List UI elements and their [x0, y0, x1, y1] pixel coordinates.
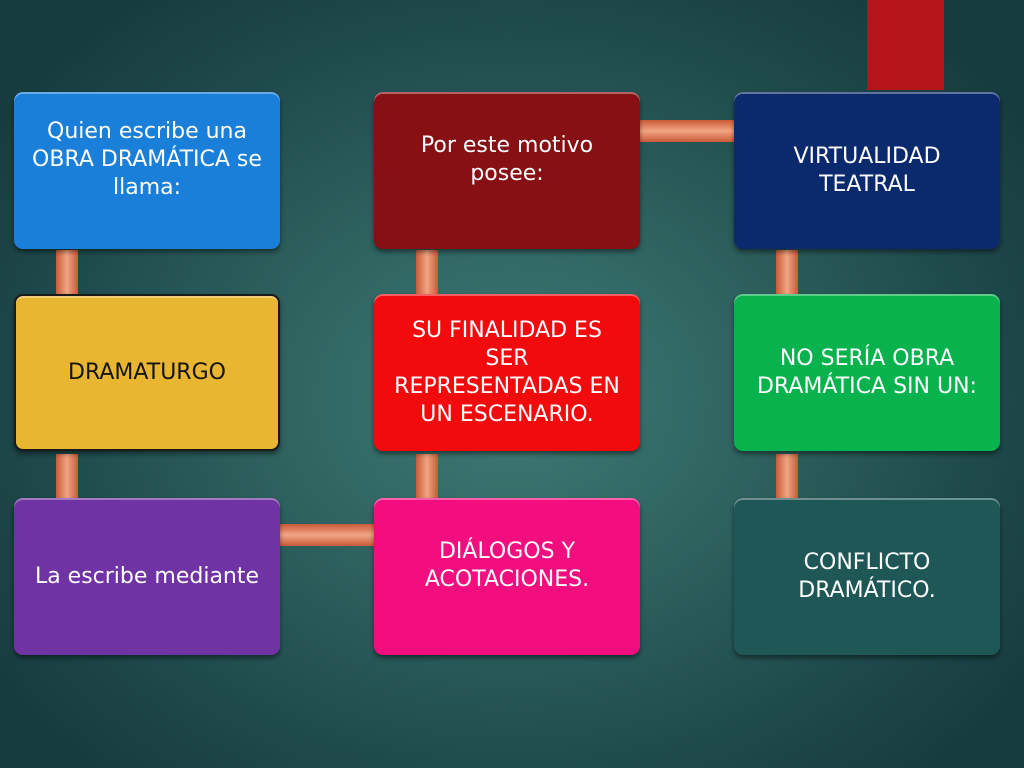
connector-virtualidad-noseria: [776, 250, 798, 296]
node-dialogos: DIÁLOGOS Y ACOTACIONES.: [374, 498, 640, 655]
node-text: SU FINALIDAD ES SER REPRESENTADAS EN UN …: [394, 317, 620, 427]
connector-motivo-virtualidad: [640, 120, 736, 142]
node-la-escribe: La escribe mediante: [14, 498, 280, 655]
node-text: Por este motivo posee:: [420, 132, 594, 186]
connector-dramaturgo-escribe: [56, 454, 78, 500]
connector-escribe-dialogos: [280, 524, 376, 546]
node-text: CONFLICTO DRAMÁTICO.: [798, 549, 936, 603]
connector-dialogos-finalidad: [416, 454, 438, 500]
node-text: VIRTUALIDAD TEATRAL: [793, 143, 941, 197]
node-su-finalidad: SU FINALIDAD ES SER REPRESENTADAS EN UN …: [374, 294, 640, 451]
node-text: DIÁLOGOS Y ACOTACIONES.: [424, 538, 590, 592]
node-virtualidad: VIRTUALIDAD TEATRAL: [734, 92, 1000, 249]
connector-noseria-conflicto: [776, 454, 798, 500]
node-text: Quien escribe una OBRA DRAMÁTICA se llam…: [32, 118, 262, 200]
bookmark-ribbon: [867, 0, 944, 90]
connector-quien-dramaturgo: [56, 250, 78, 296]
node-no-seria: NO SERÍA OBRA DRAMÁTICA SIN UN:: [734, 294, 1000, 451]
node-conflicto: CONFLICTO DRAMÁTICO.: [734, 498, 1000, 655]
node-por-este-motivo: Por este motivo posee:: [374, 92, 640, 249]
connector-finalidad-motivo: [416, 250, 438, 296]
node-text: La escribe mediante: [34, 563, 260, 589]
node-quien-escribe: Quien escribe una OBRA DRAMÁTICA se llam…: [14, 92, 280, 249]
node-text: NO SERÍA OBRA DRAMÁTICA SIN UN:: [757, 345, 977, 399]
node-dramaturgo: DRAMATURGO: [14, 294, 280, 451]
node-text: DRAMATURGO: [68, 359, 226, 385]
